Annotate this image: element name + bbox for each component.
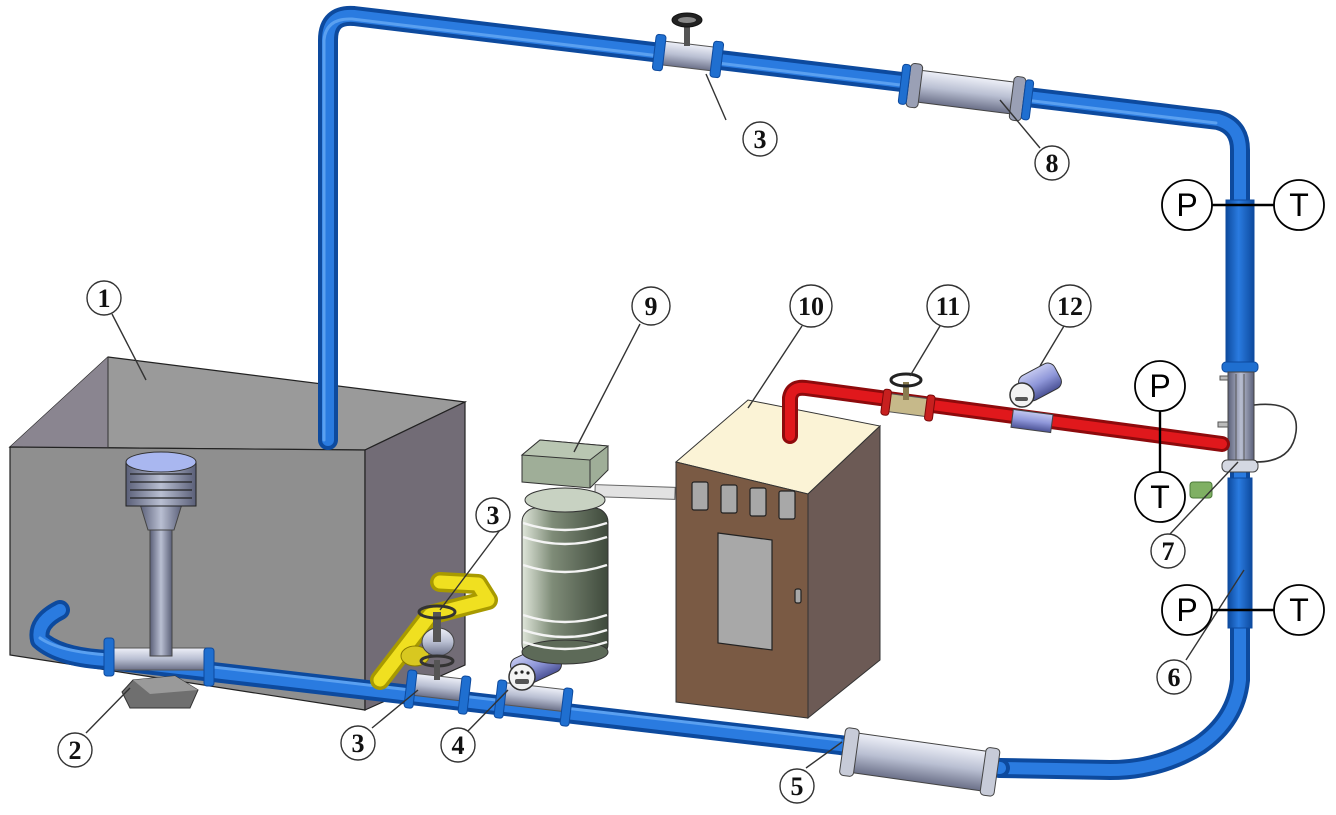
temperature-sensor-label: T bbox=[1289, 592, 1309, 628]
meter-dial-icon bbox=[1009, 382, 1035, 408]
steam-valve bbox=[880, 388, 936, 422]
steam-flow-meter bbox=[1009, 362, 1062, 434]
pt-sensor-top: P T bbox=[1161, 179, 1325, 231]
callout-7: 7 bbox=[1150, 533, 1186, 569]
callout-label: 10 bbox=[798, 292, 824, 321]
pressure-sensor-label: P bbox=[1176, 187, 1197, 223]
callout-label: 1 bbox=[98, 284, 111, 313]
bypass-pipe bbox=[370, 572, 498, 690]
pt-sensor-bottom: P T bbox=[1161, 584, 1325, 636]
heat-exchanger bbox=[897, 62, 1035, 122]
mixing-section bbox=[1227, 371, 1255, 465]
callout-label: 5 bbox=[791, 772, 804, 801]
filter bbox=[839, 727, 1001, 797]
bypass-loop-wire bbox=[1253, 403, 1298, 463]
callout-3-bypass: 3 bbox=[475, 497, 511, 533]
handwheel-icon bbox=[417, 604, 457, 620]
callout-label: 11 bbox=[936, 292, 961, 321]
callout-8: 8 bbox=[1034, 145, 1070, 181]
temperature-sensor-label: T bbox=[1289, 187, 1309, 223]
callout-label: 6 bbox=[1168, 663, 1181, 692]
pressure-sensor-label: P bbox=[1149, 368, 1170, 404]
vertical-test-section bbox=[1189, 199, 1298, 629]
callout-label: 2 bbox=[69, 736, 82, 765]
temperature-sensor-label: T bbox=[1150, 479, 1170, 515]
cabinet-side bbox=[807, 424, 881, 720]
pressure-sensor-label: P bbox=[1176, 592, 1197, 628]
tank-inner-left bbox=[10, 357, 108, 448]
callout-6: 6 bbox=[1156, 659, 1192, 695]
cabinet-window bbox=[720, 484, 738, 514]
cabinet-handle bbox=[794, 588, 802, 604]
callout-2: 2 bbox=[57, 732, 93, 768]
gas-tank bbox=[520, 439, 676, 665]
callout-label: 12 bbox=[1057, 292, 1083, 321]
handwheel-icon bbox=[889, 372, 923, 388]
connecting-tube bbox=[594, 484, 676, 500]
callout-5: 5 bbox=[779, 768, 815, 804]
callout-10: 10 bbox=[789, 284, 833, 328]
top-valve bbox=[651, 33, 725, 79]
callout-label: 7 bbox=[1162, 537, 1175, 566]
cabinet-window bbox=[749, 487, 767, 517]
cabinet-window bbox=[778, 490, 796, 520]
leader-lines bbox=[85, 73, 1245, 769]
callout-3-top: 3 bbox=[742, 121, 778, 157]
sensor-box bbox=[1189, 481, 1213, 499]
steam-generator bbox=[674, 399, 882, 720]
pt-sensor-mid: P T bbox=[1134, 360, 1186, 523]
bottom-valve bbox=[403, 660, 472, 715]
callout-label: 3 bbox=[754, 125, 767, 154]
meter-dial-icon bbox=[508, 663, 536, 691]
pump bbox=[103, 451, 215, 709]
callout-label: 4 bbox=[452, 731, 465, 760]
pump-motor-cap bbox=[125, 451, 197, 473]
bypass-valve bbox=[400, 604, 457, 668]
callout-label: 3 bbox=[352, 729, 365, 758]
pump-shaft bbox=[149, 527, 173, 657]
callout-11: 11 bbox=[926, 284, 970, 328]
water-tank bbox=[8, 356, 468, 711]
callout-label: 9 bbox=[645, 292, 658, 321]
callout-9: 9 bbox=[631, 286, 671, 326]
cabinet-window bbox=[691, 481, 709, 511]
callout-1: 1 bbox=[86, 280, 122, 316]
callout-label: 3 bbox=[487, 501, 500, 530]
cabinet-door-window bbox=[717, 532, 773, 651]
callout-12: 12 bbox=[1048, 284, 1092, 328]
steam-pipe bbox=[782, 379, 1230, 452]
callout-label: 8 bbox=[1046, 149, 1059, 178]
callout-3-bottom: 3 bbox=[340, 725, 376, 761]
main-water-loop bbox=[29, 5, 1250, 780]
callout-4: 4 bbox=[440, 727, 476, 763]
